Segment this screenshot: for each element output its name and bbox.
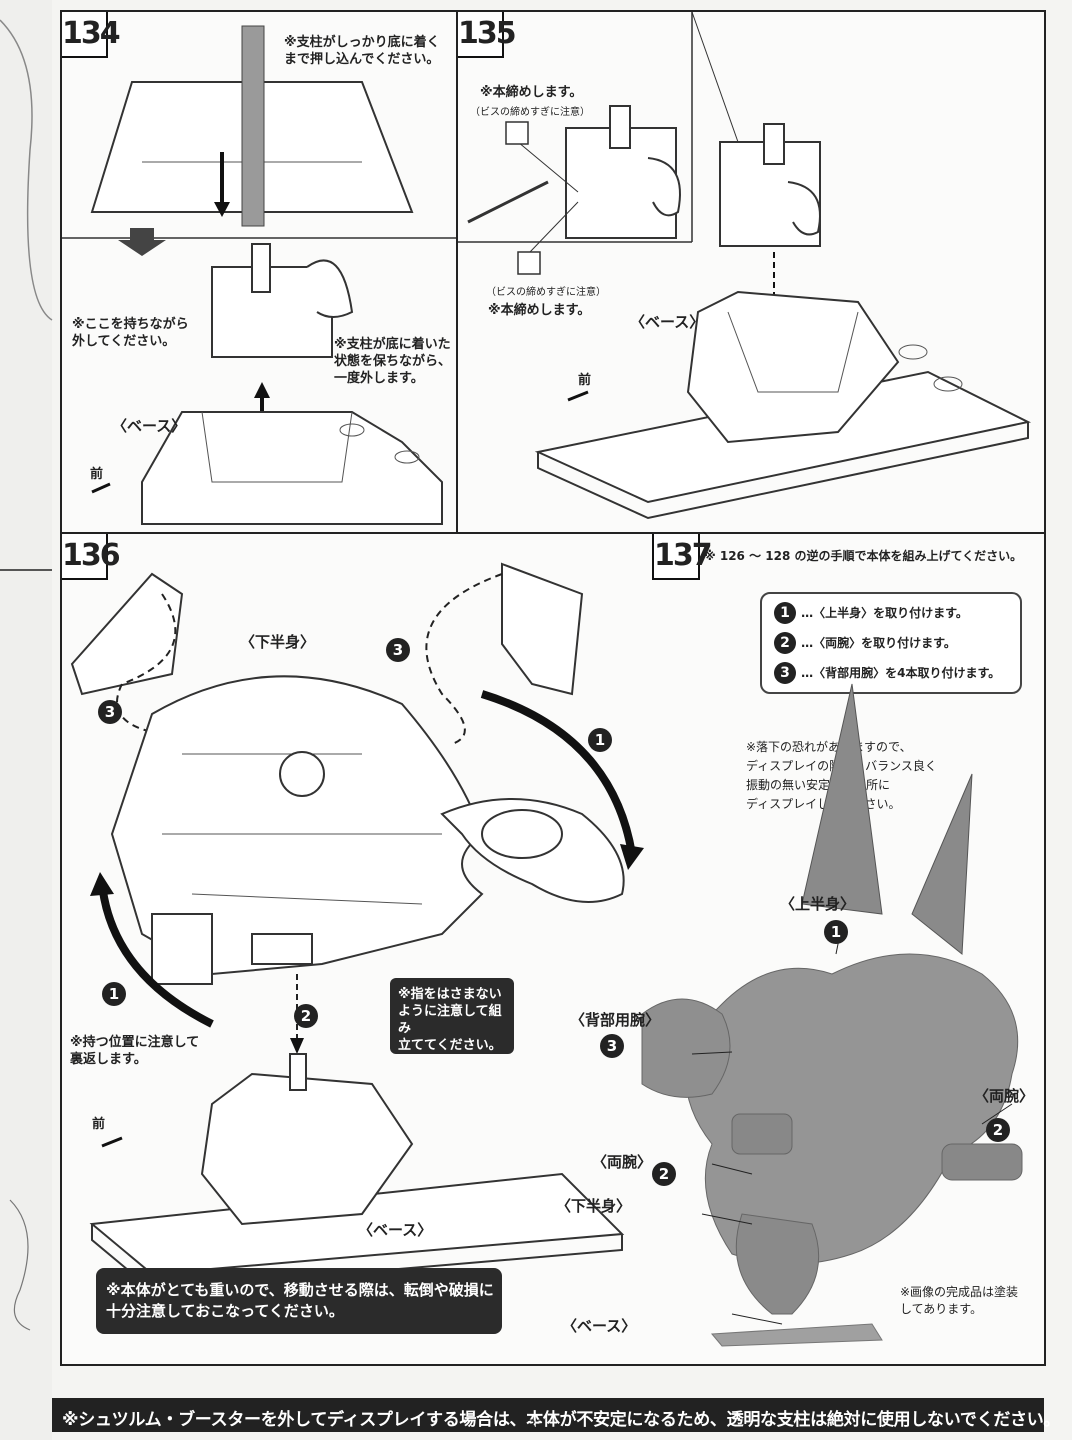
label-arms-left: 〈両腕〉 <box>592 1153 653 1171</box>
attach-item-3: 3 …〈背部用腕〉を4本取り付けます。 <box>774 662 1000 684</box>
step-badge-3-right: 3 <box>386 638 410 662</box>
note-finger: ※指をはさまない ように注意して組み 立ててください。 <box>398 987 502 1053</box>
label-base: 〈ベース〉 <box>562 1317 637 1335</box>
badge-arms-left: 2 <box>652 1162 676 1186</box>
badge-back-arms: 3 <box>600 1034 624 1058</box>
step-134-illustration <box>62 25 460 525</box>
step-135-illustration <box>458 11 1032 520</box>
note-tighten-top: ※本締めします。 <box>480 85 583 100</box>
display-warning-text: ※シュツルム・ブースターを外してディスプレイする場合は、本体が不安定になるため、… <box>62 1410 1061 1430</box>
finished-model-photo <box>641 683 1023 1347</box>
item-number: 1 <box>774 602 796 624</box>
step-badge-1-right: 1 <box>588 728 612 752</box>
previous-page-drawing <box>0 19 53 1331</box>
attach-list-box: 1 …〈上半身〉を取り付けます。 2 …〈両腕〉を取り付けます。 3 …〈背部用… <box>760 592 1022 694</box>
step-137-panel: 137 ※ 126 〜 128 の逆の手順で本体を組み上げてください。 1 …〈… <box>556 532 1046 1366</box>
step-135-panel: 135 ※本締めします。 （ビスの締めすぎに注意） （ビスの締めすぎに注意） ※… <box>456 10 1046 534</box>
finger-caution-box: ※指をはさまない ように注意して組み 立ててください。 <box>390 978 514 1054</box>
item-text: …〈上半身〉を取り付けます。 <box>801 606 968 620</box>
front-label: 前 <box>92 1117 106 1132</box>
note-caution-bottom: （ビスの締めすぎに注意） <box>486 287 606 298</box>
label-lower-body: 〈下半身〉 <box>556 1197 632 1215</box>
badge-upper-body: 1 <box>824 920 848 944</box>
page-number: 33 <box>527 1418 545 1434</box>
front-label: 前 <box>578 373 592 388</box>
front-label: 前 <box>90 467 104 482</box>
attach-item-2: 2 …〈両腕〉を取り付けます。 <box>774 632 956 654</box>
step-number: 134 <box>62 12 121 58</box>
step-badge-2: 2 <box>294 1004 318 1028</box>
base-label: 〈ベース〉 <box>112 417 187 435</box>
step-136-illustration <box>70 562 644 1292</box>
item-text: …〈両腕〉を取り付けます。 <box>801 636 956 650</box>
note-push-pillar: ※支柱がしっかり底に着く まで押し込んでください。 <box>284 35 440 67</box>
attach-item-1: 1 …〈上半身〉を取り付けます。 <box>774 602 968 624</box>
label-arms-right: 〈両腕〉 <box>974 1087 1035 1105</box>
item-number: 2 <box>774 632 796 654</box>
step-134-panel: 134 ※支柱がしっかり底に着く まで押し込んでください。 ※ここを持ちながら … <box>60 10 460 534</box>
note-hold-position: ※持つ位置に注意して 裏返します。 <box>70 1035 200 1067</box>
base-label: 〈ベース〉 <box>358 1221 433 1239</box>
display-warning-bar: ※シュツルム・ブースターを外してディスプレイする場合は、本体が不安定になるため、… <box>52 1398 1060 1432</box>
note-remove-once: ※支柱が底に着いた 状態を保ちながら、 一度外します。 <box>334 337 452 386</box>
base-label: 〈ベース〉 <box>630 313 705 331</box>
note-hold-here: ※ここを持ちながら 外してください。 <box>72 317 189 349</box>
note-tighten-bottom: ※本締めします。 <box>488 303 591 318</box>
step-badge-1-left: 1 <box>102 982 126 1006</box>
note-painted: ※画像の完成品は塗装 してあります。 <box>900 1285 1019 1316</box>
note-caution-top: （ビスの締めすぎに注意） <box>470 107 590 118</box>
step-136-panel: 136 〈下半身〉 3 3 1 1 2 ※持つ位置に注意して 裏返します。 <box>60 532 654 1366</box>
item-text: …〈背部用腕〉を4本取り付けます。 <box>801 666 1001 680</box>
lower-body-label: 〈下半身〉 <box>240 633 316 651</box>
reverse-steps-header: ※ 126 〜 128 の逆の手順で本体を組み上げてください。 <box>704 549 1023 563</box>
badge-arms-right: 2 <box>986 1118 1010 1142</box>
step-badge-3-left: 3 <box>98 700 122 724</box>
label-upper-body: 〈上半身〉 <box>780 895 856 913</box>
item-number: 3 <box>774 662 796 684</box>
note-heavy: ※本体がとても重いので、移動させる際は、転倒や破損に 十分注意しておこなってくだ… <box>106 1281 494 1320</box>
previous-page-edge <box>0 0 53 1440</box>
heavy-caution-box: ※本体がとても重いので、移動させる際は、転倒や破損に 十分注意しておこなってくだ… <box>96 1268 502 1334</box>
label-back-arms: 〈背部用腕〉 <box>570 1011 661 1029</box>
